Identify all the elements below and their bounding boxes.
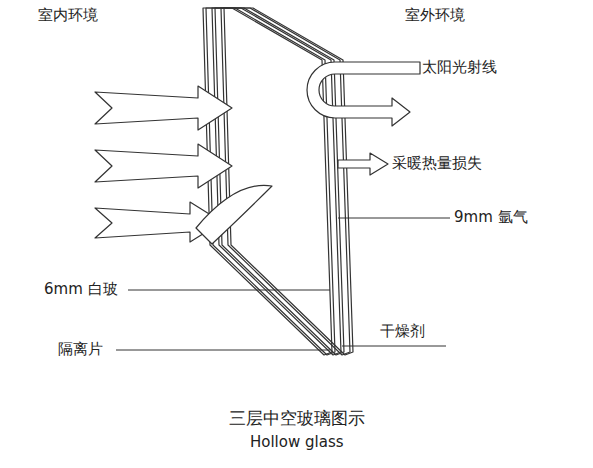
heat-arrows	[95, 62, 420, 244]
reflected-heat	[196, 185, 272, 244]
solar-ray-arrow	[307, 62, 420, 126]
indoor-arrow	[95, 144, 232, 188]
leader-line	[116, 350, 330, 351]
glass-pane	[215, 8, 344, 355]
glass-pane	[212, 8, 341, 355]
leader-line	[342, 346, 446, 347]
caption-english: Hollow glass	[250, 433, 344, 451]
part-label: 9mm 氩气	[454, 208, 528, 226]
part-label: 采暖热量损失	[392, 154, 482, 172]
heat-loss-arrow	[338, 153, 388, 175]
caption: 三层中空玻璃图示	[229, 408, 365, 428]
part-label: 干燥剂	[380, 322, 425, 340]
leader-lines	[116, 218, 450, 350]
leader-line	[338, 218, 450, 219]
part-label: 隔离片	[58, 340, 103, 358]
glass-pane	[224, 8, 353, 355]
part-label: 太阳光射线	[422, 58, 497, 76]
indoor-arrow	[95, 86, 232, 130]
leader-line	[128, 290, 330, 291]
part-label: 6mm 白玻	[44, 280, 118, 298]
glass-pane	[221, 8, 350, 355]
region-label: 室内环境	[38, 6, 98, 24]
glass-panes	[203, 8, 353, 355]
region-label: 室外环境	[405, 6, 465, 24]
